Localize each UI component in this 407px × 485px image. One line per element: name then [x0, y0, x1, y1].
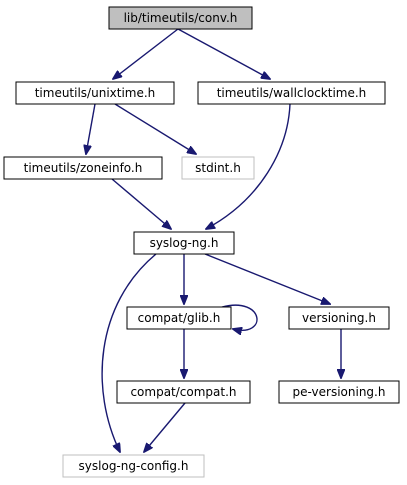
node-versioning[interactable]: versioning.h — [288, 306, 390, 330]
node-label-compat: compat/compat.h — [130, 385, 236, 399]
edge-unixtime-to-stdint — [114, 103, 196, 154]
node-box-compat — [116, 380, 251, 404]
edge-glib-to-glib — [221, 304, 258, 330]
node-label-stdint: stdint.h — [195, 161, 241, 175]
node-label-glib: compat/glib.h — [138, 311, 221, 325]
node-box-stdint — [181, 156, 255, 180]
node-box-zoneinfo — [3, 156, 163, 180]
node-label-peversioning: pe-versioning.h — [293, 385, 386, 399]
node-box-unixtime — [15, 81, 175, 105]
edge-syslogng-to-versioning — [204, 253, 330, 304]
node-box-glib — [126, 306, 232, 330]
node-box-conv — [108, 6, 253, 30]
node-label-zoneinfo: timeutils/zoneinfo.h — [24, 161, 143, 175]
node-compat[interactable]: compat/compat.h — [116, 380, 251, 404]
edge-compat-to-config — [144, 402, 186, 452]
edge-unixtime-to-zoneinfo — [86, 103, 96, 154]
edges-layer — [86, 28, 341, 452]
edge-zoneinfo-to-syslogng — [111, 178, 171, 229]
node-box-peversioning — [278, 380, 400, 404]
edge-wallclocktime-to-syslogng — [206, 103, 291, 229]
nodes-layer: lib/timeutils/conv.h timeutils/unixtime.h… — [3, 6, 400, 478]
edge-syslogng-to-config — [101, 253, 157, 452]
node-zoneinfo[interactable]: timeutils/zoneinfo.h — [3, 156, 163, 180]
node-box-syslogng — [133, 231, 235, 255]
node-label-unixtime: timeutils/unixtime.h — [35, 86, 156, 100]
node-box-wallclocktime — [197, 81, 386, 105]
node-unixtime[interactable]: timeutils/unixtime.h — [15, 81, 175, 105]
node-box-versioning — [288, 306, 390, 330]
node-label-wallclocktime: timeutils/wallclocktime.h — [217, 86, 367, 100]
node-syslogng[interactable]: syslog-ng.h — [133, 231, 235, 255]
node-config: syslog-ng-config.h — [62, 454, 205, 478]
edge-conv-to-unixtime — [113, 28, 179, 79]
node-label-config: syslog-ng-config.h — [79, 459, 189, 473]
node-label-versioning: versioning.h — [302, 311, 376, 325]
node-glib[interactable]: compat/glib.h — [126, 306, 232, 330]
node-stdint: stdint.h — [181, 156, 255, 180]
node-peversioning[interactable]: pe-versioning.h — [278, 380, 400, 404]
node-wallclocktime[interactable]: timeutils/wallclocktime.h — [197, 81, 386, 105]
node-box-config — [62, 454, 205, 478]
edge-conv-to-wallclocktime — [177, 28, 270, 79]
node-label-syslogng: syslog-ng.h — [150, 236, 219, 250]
node-conv[interactable]: lib/timeutils/conv.h — [108, 6, 253, 30]
node-label-conv: lib/timeutils/conv.h — [124, 11, 238, 25]
